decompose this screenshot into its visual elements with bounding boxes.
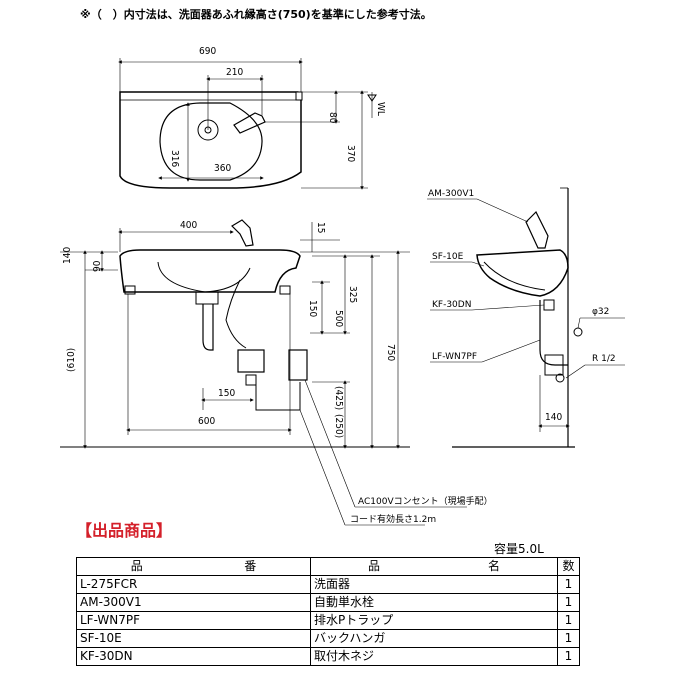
dim-wl: WL [375,102,386,116]
basin-side [476,249,569,297]
dim-600: 600 [198,416,215,427]
dim-side-140: 140 [545,412,562,423]
dim-bowl-width: 360 [214,163,231,174]
dim-wl-drop: 80 [327,112,338,124]
cell-qty: 1 [557,593,580,612]
cell-qty: 1 [557,647,580,666]
dim-90: 90 [92,260,103,272]
cell-part-no: AM-300V1 [76,593,311,612]
table-row: AM-300V1 自動単水栓 1 [76,593,580,612]
cell-part-no: KF-30DN [76,647,311,666]
dim-325: 325 [347,286,358,303]
dim-15: 15 [315,222,326,233]
callout-outlet: AC100Vコンセント（現場手配） [358,495,493,507]
faucet-side [525,210,549,249]
outlet-box [288,349,308,381]
faucet-top [233,112,266,134]
label-trap: LF-WN7PF [432,352,477,362]
table-row: LF-WN7PF 排水Pトラップ 1 [76,611,580,630]
dim-425: (425) [333,386,344,410]
cell-qty: 1 [557,629,580,648]
faucet-front [231,219,254,247]
parts-table: 品番 品名 数 L-275FCR 洗面器 1 AM-300V1 自動単水栓 1 … [76,557,580,666]
dim-bowl-depth: 316 [169,150,180,167]
front-view [60,219,410,449]
dim-400: 400 [180,220,197,231]
bowl-top [159,102,263,181]
callout-leaders [299,379,467,526]
table-row: KF-30DN 取付木ネジ 1 [76,647,580,666]
basin-front-outline [119,249,301,293]
cell-part-no: L-275FCR [76,575,311,594]
callout-cord: コード有効長さ1.2m [350,513,436,525]
header-part-no: 品番 [76,557,311,576]
header-name: 品名 [310,557,558,576]
table-row: SF-10E バックハンガ 1 [76,629,580,648]
cell-name: 排水Pトラップ [310,611,558,630]
dim-depth: 370 [345,145,356,162]
dim-500: 500 [333,310,344,327]
label-screw: KF-30DN [432,300,471,310]
sensor-box [237,349,265,373]
dim-140: 140 [62,247,73,264]
cell-name: 取付木ネジ [310,647,558,666]
cell-name: バックハンガ [310,629,558,648]
dim-750: 750 [385,344,396,361]
dim-610: (610) [66,348,77,372]
dim-150h: 150 [218,388,235,399]
table-header-row: 品番 品名 数 [76,557,580,576]
label-faucet: AM-300V1 [428,189,474,199]
label-pipe: φ32 [592,307,609,317]
trap-side [539,300,568,366]
label-hanger: SF-10E [432,252,464,262]
capacity-label: 容量5.0L [494,542,544,556]
section-title: 【出品商品】 [76,521,173,540]
cell-name: 自動単水栓 [310,593,558,612]
label-thread: R 1/2 [592,354,616,364]
dim-width: 690 [199,46,216,57]
dimension-note: ※（ ）内寸法は、洗面器あふれ縁高さ(750)を基準にした参考寸法。 [80,8,432,21]
side-view [427,187,625,448]
cell-qty: 1 [557,575,580,594]
dim-250: (250) [333,414,344,438]
header-qty: 数 [557,557,580,576]
cell-part-no: SF-10E [76,629,311,648]
cell-part-no: LF-WN7PF [76,611,311,630]
top-view [118,58,377,190]
dim-150v: 150 [307,300,318,317]
cell-qty: 1 [557,611,580,630]
trap-front [202,304,214,351]
dim-offset: 210 [226,67,243,78]
cell-name: 洗面器 [310,575,558,594]
table-row: L-275FCR 洗面器 1 [76,575,580,594]
dimension-labels: 690 210 80 WL 370 316 360 400 15 140 90 … [62,46,616,525]
